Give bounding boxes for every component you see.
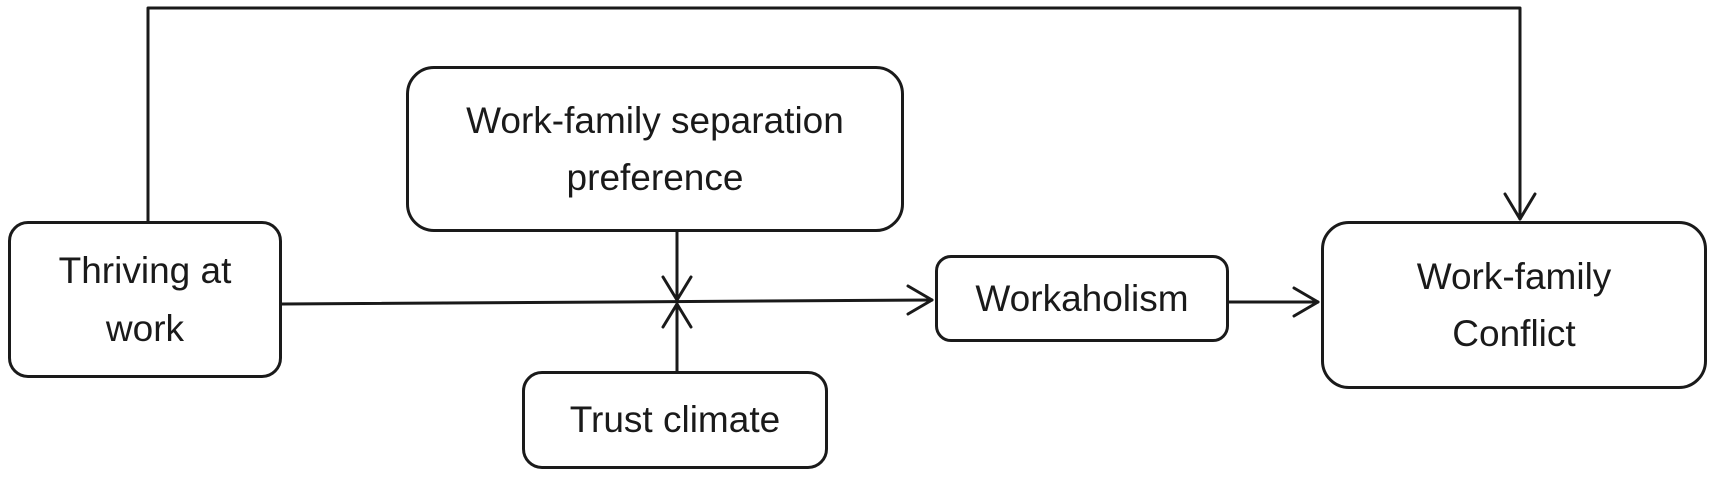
node-thriving-at-work: Thriving at work <box>8 221 282 378</box>
node-trust-climate: Trust climate <box>522 371 828 469</box>
node-work-family-separation-preference: Work-family separation preference <box>406 66 904 232</box>
node-work-family-separation-preference-label: Work-family separation preference <box>466 99 844 198</box>
edge-thriving-to-workaholism <box>280 298 934 306</box>
arrowhead-into-workaholism <box>906 284 934 316</box>
node-thriving-at-work-label: Thriving at work <box>58 250 232 349</box>
node-workaholism: Workaholism <box>935 255 1229 342</box>
arrowhead-separation-preference-moderator <box>661 275 693 302</box>
edge-thriving-to-conflict <box>146 6 1522 223</box>
node-work-family-conflict: Work-family Conflict <box>1321 221 1707 389</box>
arrowhead-into-conflict-left <box>1292 286 1320 318</box>
arrowhead-into-conflict-top <box>1503 192 1537 221</box>
node-work-family-conflict-label: Work-family Conflict <box>1416 255 1612 354</box>
node-trust-climate-label: Trust climate <box>569 399 781 441</box>
arrowhead-trust-climate-moderator <box>661 302 693 329</box>
node-workaholism-label: Workaholism <box>975 277 1189 319</box>
